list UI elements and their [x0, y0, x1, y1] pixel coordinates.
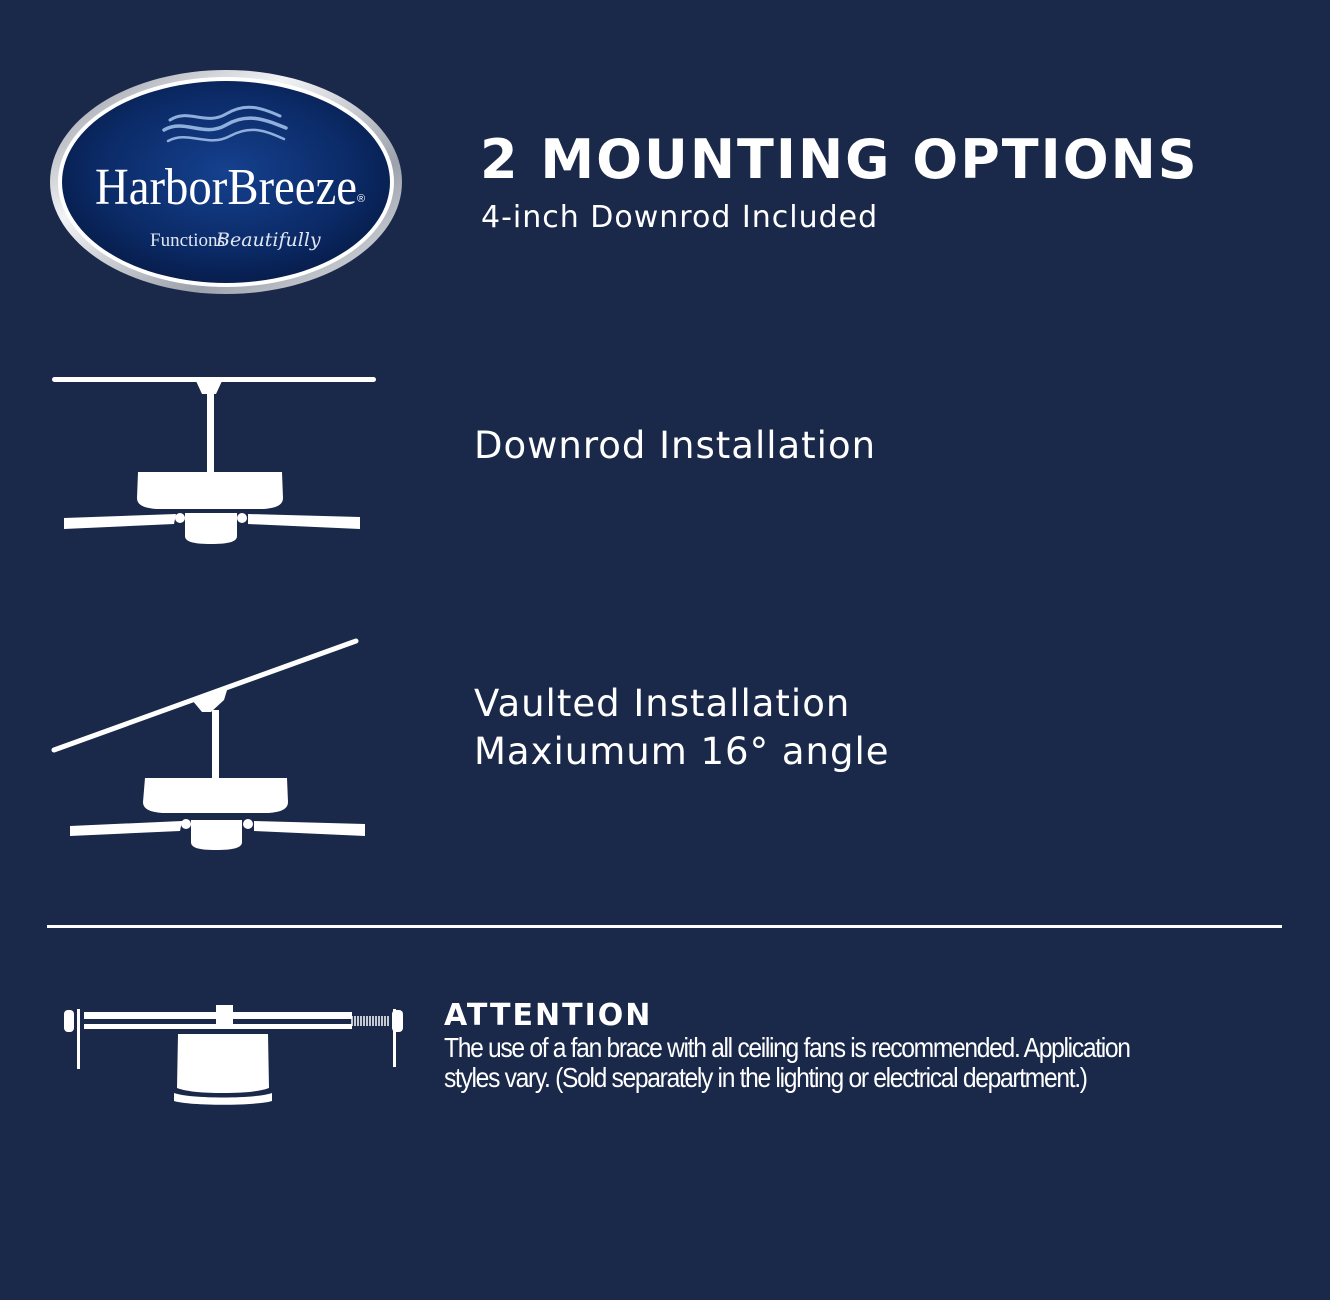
- vaulted-fan-icon: [50, 636, 370, 854]
- downrod-installation-label: Downrod Installation: [474, 424, 877, 467]
- attention-heading: ATTENTION: [444, 998, 653, 1033]
- page-title: 2 MOUNTING OPTIONS: [480, 128, 1199, 191]
- logo-tagline-plain: Functions: [150, 230, 225, 251]
- attention-body-text: The use of a fan brace with all ceiling …: [444, 1032, 1131, 1093]
- section-divider: [47, 925, 1282, 928]
- logo-registered-mark: ®: [357, 193, 365, 205]
- harbor-breeze-logo: HarborBreeze ® Functions Beautifully: [48, 68, 404, 296]
- vaulted-max-angle-note: Maxiumum 16° angle: [474, 730, 890, 773]
- vaulted-installation-label: Vaulted Installation: [474, 682, 851, 725]
- downrod-fan-icon: [50, 372, 380, 552]
- logo-brand-text: HarborBreeze: [95, 159, 357, 216]
- fan-brace-icon: [62, 1000, 414, 1110]
- page-subtitle: 4-inch Downrod Included: [481, 200, 879, 235]
- logo-tagline-script: Beautifully: [215, 229, 321, 251]
